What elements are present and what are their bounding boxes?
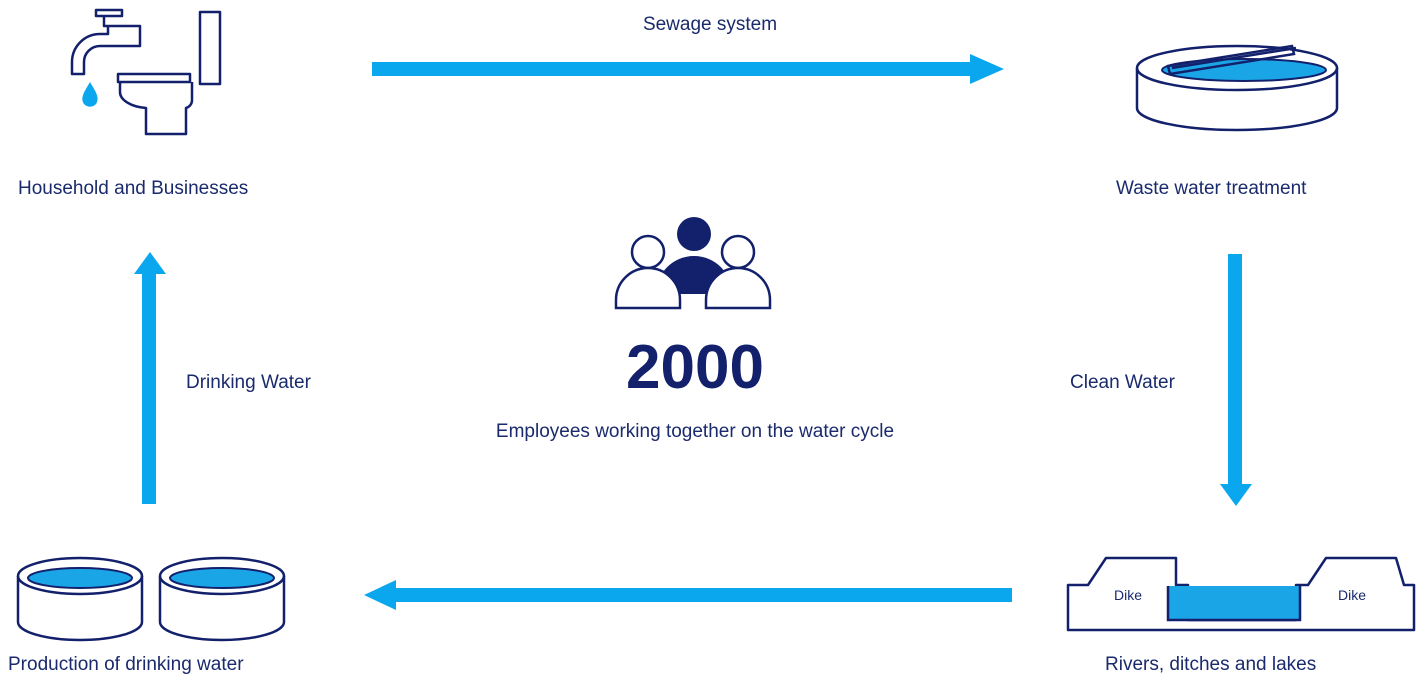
edge-clean-label: Clean Water bbox=[1070, 372, 1175, 393]
treatment-basin-icon bbox=[1135, 44, 1339, 132]
dike-left-label: Dike bbox=[1114, 587, 1142, 603]
edge-sewage-label: Sewage system bbox=[642, 14, 778, 35]
edge-drinking-label: Drinking Water bbox=[186, 372, 311, 393]
reservoir-basins-icon bbox=[16, 556, 286, 642]
employee-count: 2000 bbox=[626, 333, 764, 402]
people-group-icon bbox=[614, 217, 772, 310]
node-household-label: Household and Businesses bbox=[18, 178, 249, 199]
tap-toilet-icon bbox=[70, 8, 222, 136]
node-production-label: Production of drinking water bbox=[8, 654, 244, 675]
arrow-up bbox=[134, 252, 166, 504]
node-waste-label: Waste water treatment bbox=[1116, 178, 1307, 199]
dike-river-icon: Dike Dike bbox=[1066, 556, 1416, 632]
node-rivers-label: Rivers, ditches and lakes bbox=[1105, 654, 1317, 675]
dike-right-label: Dike bbox=[1338, 587, 1366, 603]
arrow-down bbox=[1220, 254, 1252, 506]
employee-caption: Employees working together on the water … bbox=[495, 421, 895, 442]
arrow-right bbox=[372, 54, 1004, 84]
arrow-left bbox=[364, 580, 1012, 610]
